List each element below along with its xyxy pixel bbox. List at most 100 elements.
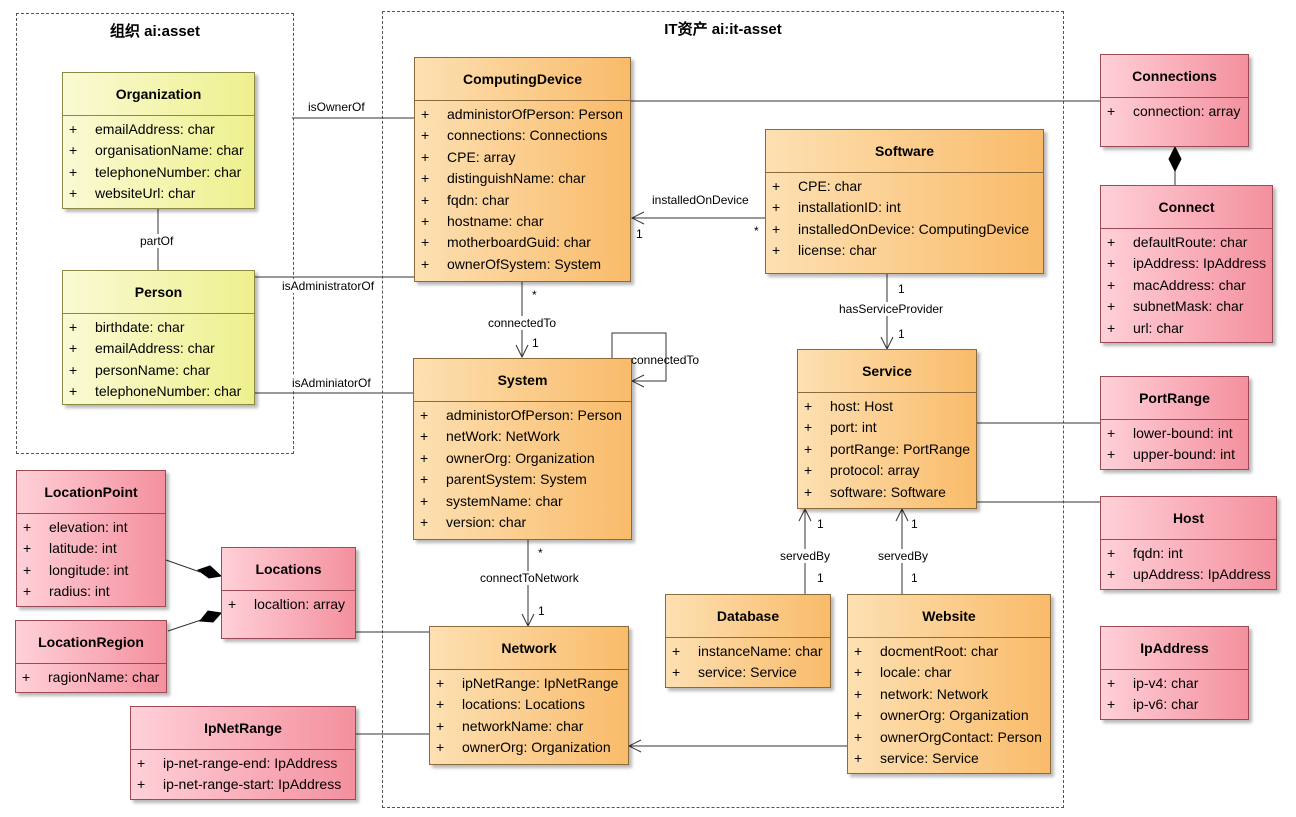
class-database[interactable]: Database+instanceName: char+service: Ser… [665, 594, 831, 688]
class-software[interactable]: Software+CPE: char+installationID: int+i… [765, 129, 1044, 274]
visibility-public: + [421, 148, 430, 165]
attribute-row: + telephoneNumber: char [63, 162, 254, 183]
class-connect[interactable]: Connect+defaultRoute: char+ipAddress: Ip… [1100, 185, 1273, 343]
attribute-text: administorOfPerson: Person [446, 407, 622, 423]
visibility-public: + [421, 212, 430, 229]
visibility-public: + [69, 163, 78, 180]
mult-has-service-provider-dst: 1 [898, 327, 905, 341]
attribute-row: +networkName: char [430, 716, 628, 737]
attribute-row: + url: char [1101, 318, 1272, 339]
label-connect-to-network: connectToNetwork [479, 571, 580, 585]
arrow-website-network [627, 739, 642, 753]
composition-diamond-locationpoint [196, 565, 223, 579]
attribute-list: +ip-net-range-end: IpAddress+ip-net-rang… [131, 750, 355, 798]
composition-diamond-locationregion [199, 610, 222, 623]
attribute-list: +CPE: char+installationID: int+installed… [766, 173, 1043, 264]
mult-served-by-web-dst: 1 [911, 517, 918, 531]
visibility-public: + [69, 319, 78, 335]
attribute-text: ownerOrgContact: Person [880, 728, 1042, 745]
attribute-list: +localtion: array [222, 591, 355, 617]
mult-connect-to-network-dst: 1 [538, 604, 545, 618]
class-location-region[interactable]: LocationRegion+ragionName: char [15, 620, 167, 693]
attribute-row: +ownerOrg: Organization [848, 705, 1050, 726]
attribute-text: ip-v4: char [1133, 675, 1199, 691]
attribute-text: administorOfPerson: Person [447, 106, 623, 122]
class-website[interactable]: Website+docmentRoot: char+locale: char+n… [847, 594, 1051, 774]
attribute-row: +connection: array [1101, 101, 1248, 122]
class-name: Service [798, 350, 976, 393]
attribute-row: +emailAddress: char [63, 119, 254, 140]
class-system[interactable]: System+administorOfPerson: Person+netWor… [413, 358, 632, 540]
class-port-range[interactable]: PortRange+lower-bound: int+upper-bound: … [1100, 376, 1249, 470]
label-connected-to: connectedTo [487, 316, 558, 330]
visibility-public: + [228, 596, 237, 612]
visibility-public: + [854, 643, 863, 659]
visibility-public: + [804, 483, 813, 500]
visibility-public: + [69, 361, 78, 378]
visibility-public: + [137, 776, 146, 793]
attribute-text: distinguishName: char [447, 170, 586, 187]
class-host[interactable]: Host+fqdn: int+upAddress: IpAddress [1100, 496, 1277, 590]
attribute-text: installedOnDevice: ComputingDevice [798, 220, 1030, 237]
attribute-row: + locations: Locations [430, 694, 628, 715]
package-it-asset: IT资产 ai:it-asset [382, 11, 1064, 808]
mult-connect-to-network-src: * [538, 546, 543, 560]
attribute-list: +docmentRoot: char+locale: char+network:… [848, 638, 1050, 771]
class-name: LocationPoint [17, 471, 165, 514]
class-connections[interactable]: Connections +connection: array [1100, 54, 1249, 147]
attribute-text: networkName: char [462, 717, 584, 734]
attribute-row: +upAddress: IpAddress [1101, 564, 1276, 585]
visibility-public: + [69, 185, 78, 202]
attribute-text: ownerOrg: Organization [462, 739, 611, 756]
class-locations[interactable]: Locations+localtion: array [221, 547, 356, 639]
attribute-row: +network: Network [848, 684, 1050, 705]
class-ip-address[interactable]: IpAddress+ip-v4: char+ip-v6: char [1100, 626, 1249, 720]
attribute-text: url: char [1133, 319, 1184, 336]
attribute-row: +ipAddress: IpAddress [1101, 253, 1272, 274]
attribute-text: ipAddress: IpAddress [1133, 255, 1267, 272]
attribute-row: +host: Host [798, 396, 976, 417]
attribute-text: latitude: int [49, 540, 117, 557]
visibility-public: + [1107, 545, 1116, 561]
attribute-text: fqdn: char [447, 191, 510, 208]
class-ip-net-range[interactable]: IpNetRange+ip-net-range-end: IpAddress+i… [130, 706, 356, 800]
visibility-public: + [23, 561, 32, 578]
attribute-row: +administorOfPerson: Person [415, 104, 630, 125]
attribute-text: longitude: int [49, 561, 129, 578]
class-network[interactable]: Network+ipNetRange: IpNetRange+locations… [429, 626, 629, 765]
package-organization: 组织 ai:asset [16, 13, 294, 454]
attribute-row: +distinguishName: char [415, 168, 630, 189]
attribute-text: telephoneNumber: char [95, 383, 242, 400]
visibility-public: + [420, 513, 429, 530]
visibility-public: + [672, 664, 681, 681]
mult-served-by-db-src: 1 [817, 571, 824, 585]
class-location-point[interactable]: LocationPoint +elevation: int + latitude: i… [16, 470, 166, 607]
visibility-public: + [420, 449, 429, 466]
visibility-public: + [420, 407, 429, 423]
attribute-text: locations: Locations [462, 696, 585, 713]
attribute-row: + lower-bound: int [1101, 423, 1248, 444]
attribute-text: version: char [446, 513, 527, 530]
label-is-adminiator-of: isAdminiatorOf [291, 376, 372, 390]
class-name: Connections [1101, 55, 1248, 98]
visibility-public: + [1107, 425, 1116, 441]
edge-locationpoint-locations [165, 559, 201, 573]
attribute-text: organisationName: char [95, 142, 244, 159]
visibility-public: + [1107, 319, 1116, 336]
visibility-public: + [1107, 566, 1116, 583]
class-computing-device[interactable]: ComputingDevice+administorOfPerson: Pers… [414, 57, 631, 282]
attribute-row: +elevation: int [17, 517, 165, 538]
visibility-public: + [69, 121, 78, 137]
visibility-public: + [69, 142, 78, 159]
class-service[interactable]: Service+host: Host+port: int+portRange: … [797, 349, 977, 509]
attribute-row: +systemName: char [414, 491, 631, 512]
attribute-text: fqdn: int [1133, 545, 1183, 561]
visibility-public: + [436, 696, 445, 713]
attribute-text: lower-bound: int [1133, 425, 1233, 441]
visibility-public: + [1107, 696, 1116, 713]
attribute-text: ownerOrg: Organization [446, 449, 595, 466]
class-organization[interactable]: Organization+emailAddress: char+organisa… [62, 72, 255, 209]
class-person[interactable]: Person+birthdate: char+emailAddress: cha… [62, 270, 255, 405]
attribute-text: telephoneNumber: char [95, 163, 242, 180]
attribute-row: +CPE: array [415, 147, 630, 168]
